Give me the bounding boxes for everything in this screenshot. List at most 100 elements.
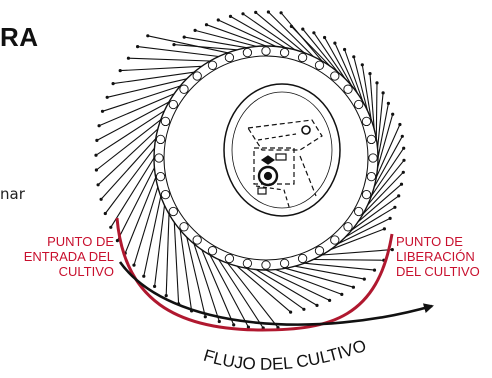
roller (297, 52, 308, 63)
tine (147, 35, 228, 54)
tine-tip (402, 158, 406, 162)
roller (343, 84, 353, 94)
tine-tip (203, 315, 207, 319)
tine (96, 101, 170, 141)
roller (155, 171, 166, 182)
tine-tip (301, 27, 305, 31)
flow-arrow (118, 261, 434, 326)
tine-tip (400, 134, 404, 138)
tine (294, 265, 365, 280)
tine (110, 157, 155, 228)
entry-label-line: ENTRADA DEL (23, 249, 114, 264)
roller (343, 222, 353, 232)
tine (304, 262, 375, 271)
release-point-label: PUNTO DE LIBERACIÓN DEL CULTIVO (396, 234, 492, 279)
tine-tip (182, 35, 186, 39)
tine (375, 82, 378, 139)
tine (116, 167, 155, 241)
tine (206, 24, 267, 47)
tine-tip (397, 194, 401, 198)
tine (357, 183, 402, 223)
roller (261, 260, 271, 270)
tine (246, 267, 305, 310)
roller (154, 153, 164, 163)
tine (218, 19, 277, 47)
reel-outer-ring (153, 45, 379, 271)
tine-tip (136, 45, 140, 49)
roller (168, 206, 178, 217)
roller (368, 153, 378, 163)
tine (324, 37, 353, 87)
tine (369, 73, 375, 130)
roller (242, 47, 253, 58)
tine (344, 49, 364, 103)
release-label-line: DEL CULTIVO (396, 264, 480, 279)
tine (184, 36, 247, 49)
tine (285, 267, 354, 288)
tine-tip (109, 225, 113, 229)
tine-tip (372, 268, 377, 272)
roller (192, 71, 202, 81)
tine-tip (266, 10, 270, 14)
tine-tip (100, 109, 105, 113)
roller (366, 171, 377, 182)
entry-label-line: PUNTO DE (47, 234, 114, 249)
flow-label: FLUJO DEL CULTIVO (201, 336, 368, 374)
tine (113, 71, 195, 85)
tine-tip (402, 146, 406, 150)
tine (128, 57, 211, 62)
tine (362, 171, 404, 215)
roller (354, 206, 364, 217)
tine-tip (232, 323, 236, 327)
roller (361, 116, 372, 127)
tine (165, 213, 170, 296)
release-label-line: PUNTO DE (396, 234, 463, 249)
tine (98, 93, 175, 127)
tine-tip (289, 24, 293, 28)
tine (236, 265, 291, 313)
tine-tip (362, 277, 366, 281)
tine-tip (375, 81, 379, 85)
roller (160, 116, 171, 127)
tine (201, 249, 235, 326)
tine-tip (96, 183, 100, 187)
roller (279, 47, 290, 58)
tine (186, 237, 206, 317)
tine (154, 205, 166, 287)
tine-tip (386, 101, 390, 105)
tine (255, 269, 318, 306)
tine-tip (216, 18, 220, 22)
internal-mechanism (246, 119, 323, 211)
tine-tip (172, 43, 176, 47)
tine-tip (323, 35, 327, 40)
tine (209, 254, 249, 328)
tine (104, 147, 155, 214)
tine-tip (118, 69, 122, 73)
tine-tip (279, 11, 283, 15)
tine-tip (352, 55, 356, 59)
tine (291, 26, 331, 67)
roller (314, 246, 325, 256)
tine (255, 11, 305, 54)
cam-track-inner (231, 91, 333, 209)
roller (261, 46, 271, 56)
tine (179, 229, 193, 311)
tine (97, 128, 159, 186)
roller (155, 134, 166, 145)
tine (321, 249, 393, 256)
tine-tip (312, 31, 316, 35)
tine-tip (333, 41, 337, 45)
roller (168, 99, 178, 110)
roller (160, 189, 171, 200)
roller (354, 99, 364, 110)
roller (361, 189, 372, 200)
tine-tip (94, 153, 98, 157)
roller (330, 71, 340, 81)
tine-set (94, 10, 406, 330)
roller-bearings (154, 46, 378, 270)
tine-tip (164, 294, 168, 298)
tine (95, 110, 165, 156)
tine-tip (398, 122, 402, 127)
tine (367, 159, 405, 206)
